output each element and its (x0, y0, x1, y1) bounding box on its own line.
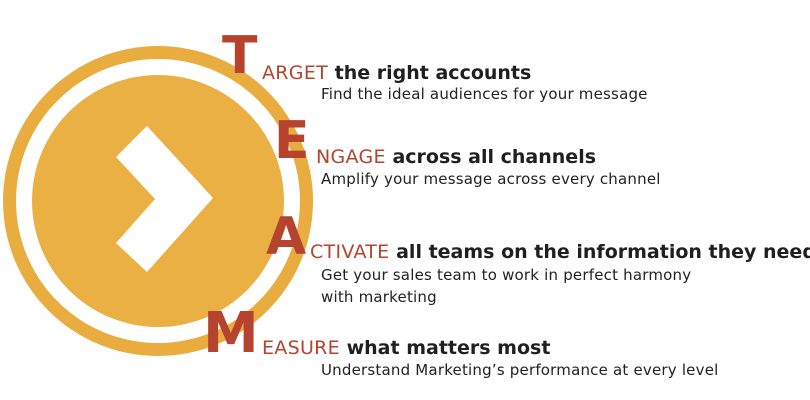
description-activate-line-2: with marketing (321, 288, 437, 306)
letter-e: E (274, 111, 310, 171)
headline-target-keyword: ARGET (262, 62, 329, 84)
letter-m: M (203, 301, 259, 366)
headline-activate-text: all teams on the information they need (389, 241, 810, 263)
headline-target-text: the right accounts (328, 62, 532, 84)
headline-measure-keyword: EASURE (262, 337, 340, 359)
description-engage: Amplify your message across every channe… (321, 170, 661, 188)
headline-measure: EASURE what matters most (262, 339, 550, 358)
headline-target: ARGET the right accounts (262, 64, 531, 83)
headline-engage-keyword: NGAGE (316, 146, 386, 168)
description-activate-line-1: Get your sales team to work in perfect h… (321, 266, 692, 284)
letter-t: T (222, 26, 258, 86)
description-target: Find the ideal audiences for your messag… (321, 85, 648, 103)
headline-activate-keyword: CTIVATE (310, 241, 390, 263)
letter-a: A (266, 207, 307, 267)
chevron-right-icon (116, 126, 213, 272)
headline-measure-text: what matters most (339, 337, 551, 359)
headline-engage: NGAGE across all channels (316, 148, 596, 167)
circle-graphic (3, 46, 313, 356)
description-measure: Understand Marketing’s performance at ev… (321, 361, 719, 379)
headline-engage-text: across all channels (385, 146, 597, 168)
headline-activate: CTIVATE all teams on the information the… (310, 243, 810, 262)
